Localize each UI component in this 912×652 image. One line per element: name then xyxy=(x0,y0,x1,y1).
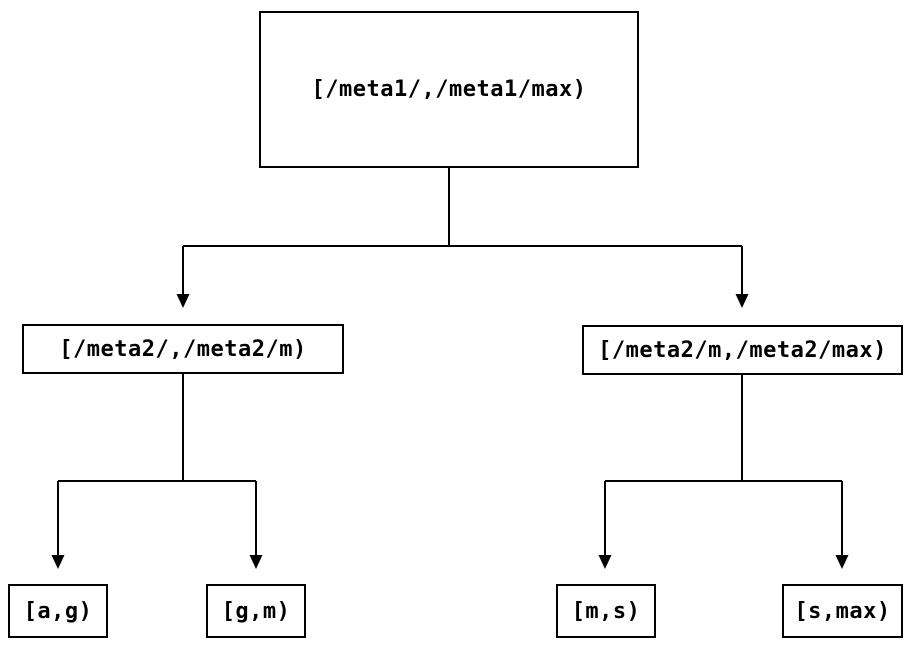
arrowhead-icon xyxy=(51,555,65,569)
edge-mid-right-to-leaf-smax xyxy=(835,481,849,569)
edge-mid-right-to-leaf-ms xyxy=(598,481,612,569)
node-leaf-ms: [m,s) xyxy=(556,584,656,638)
node-leaf-gm-label: [g,m) xyxy=(221,598,291,624)
node-mid-right-label: [/meta2/m,/meta2/max) xyxy=(598,337,887,363)
node-mid-right: [/meta2/m,/meta2/max) xyxy=(582,325,903,375)
edge-mid-right-stem xyxy=(605,375,842,482)
edge-mid-left-to-leaf-gm xyxy=(249,481,263,569)
edge-mid-left-stem xyxy=(58,374,256,482)
node-leaf-smax-label: [s,max) xyxy=(794,598,891,624)
node-leaf-ms-label: [m,s) xyxy=(571,598,641,624)
node-mid-left: [/meta2/,/meta2/m) xyxy=(22,324,344,374)
edge-mid-left-to-leaf-ag xyxy=(51,481,65,569)
node-root: [/meta1/,/meta1/max) xyxy=(259,11,639,168)
arrowhead-icon xyxy=(835,555,849,569)
node-root-label: [/meta1/,/meta1/max) xyxy=(311,77,587,102)
arrowhead-icon xyxy=(176,294,190,308)
edge-root-stem xyxy=(183,168,742,247)
edge-root-to-mid-right xyxy=(735,246,749,308)
node-leaf-ag: [a,g) xyxy=(8,584,108,638)
node-leaf-smax: [s,max) xyxy=(782,584,903,638)
arrowhead-icon xyxy=(735,294,749,308)
node-leaf-gm: [g,m) xyxy=(206,584,306,638)
node-leaf-ag-label: [a,g) xyxy=(23,598,93,624)
arrowhead-icon xyxy=(598,555,612,569)
edge-root-to-mid-left xyxy=(176,246,190,308)
arrowhead-icon xyxy=(249,555,263,569)
node-mid-left-label: [/meta2/,/meta2/m) xyxy=(59,336,307,362)
